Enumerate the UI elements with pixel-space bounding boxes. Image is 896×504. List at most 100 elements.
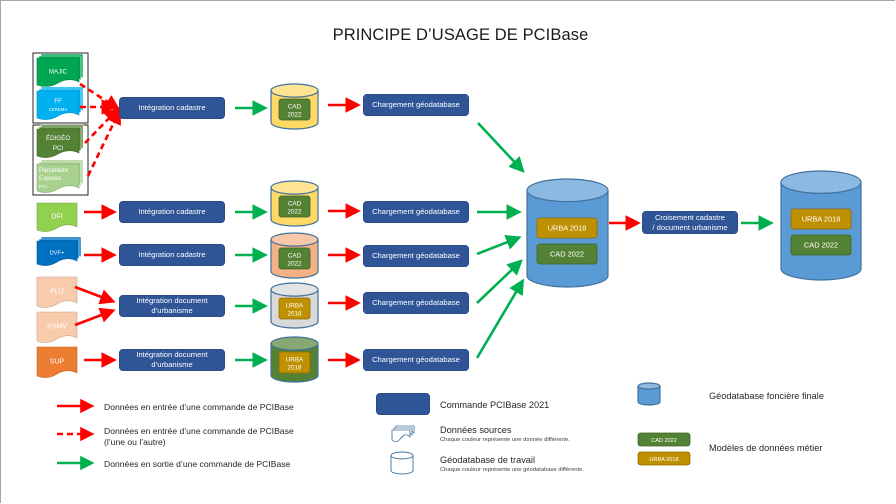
arrow-edigeo-to-integration [84, 107, 120, 144]
source-plu: PLU [36, 276, 78, 308]
document-icon [36, 128, 80, 158]
svg-text:URBA 2018: URBA 2018 [802, 215, 841, 224]
final-geodatabase [780, 170, 862, 281]
central-model-cad: CAD 2022 [536, 243, 598, 265]
legend-source-document-icon [391, 425, 415, 442]
legend-workdb-icon [390, 451, 414, 475]
document-icon [36, 276, 78, 308]
source-label: MAJIC [49, 70, 68, 76]
integration-command-3[interactable]: Intégration cadastre [119, 244, 225, 266]
svg-text:2022: 2022 [287, 261, 302, 268]
document-icon [36, 311, 78, 343]
svg-text:CEREMA: CEREMA [49, 107, 68, 112]
cross-command[interactable]: Croisement cadastre/ document urbanisme [642, 211, 738, 234]
load-geodatabase-command-5[interactable]: Chargement géodatabase [363, 349, 469, 371]
svg-text:CAD 2022: CAD 2022 [804, 241, 838, 250]
arrow-plu-to-integration [74, 285, 116, 305]
command-label: Chargement géodatabase [372, 355, 460, 364]
source-label: PSMV [47, 324, 67, 331]
svg-text:2018: 2018 [287, 311, 302, 318]
source-dvf: DVF+ [36, 236, 82, 266]
svg-text:CAD: CAD [288, 253, 302, 260]
svg-text:URBA 2018: URBA 2018 [548, 224, 587, 233]
svg-text:2022: 2022 [287, 209, 302, 216]
source-label: FF [54, 98, 62, 105]
svg-text:CAD 2022: CAD 2022 [550, 250, 584, 259]
arrow-load1-to-central [477, 122, 525, 173]
central-model-urba: URBA 2018 [536, 217, 598, 239]
legend-input-dashed-line2: (l’une ou l’autre) [104, 437, 166, 447]
source-psmv: PSMV [36, 311, 78, 343]
legend-command-swatch [376, 393, 430, 415]
document-icon [36, 163, 80, 193]
final-model-urba: URBA 2018 [790, 208, 852, 230]
legend-models-title: Modèles de données métier [709, 443, 823, 453]
source-group-box-1 [32, 52, 89, 124]
legend-sources-note: Chaque couleur représente une donnée dif… [440, 437, 570, 443]
source-label: PLU [50, 289, 64, 296]
legend-input-solid-label: Données en entrée d’une commande de PCIB… [104, 402, 294, 412]
load-geodatabase-command-2[interactable]: Chargement géodatabase [363, 201, 469, 223]
load-geodatabase-command-1[interactable]: Chargement géodatabase [363, 94, 469, 116]
svg-text:CAD 2022: CAD 2022 [651, 438, 677, 444]
svg-text:URBA 2018: URBA 2018 [649, 457, 678, 463]
svg-text:URBA: URBA [286, 303, 304, 310]
source-label: DVF+ [50, 251, 64, 257]
command-label: Croisement cadastre/ document urbanisme [652, 212, 728, 232]
integration-command-1[interactable]: Intégration cadastre [119, 97, 225, 119]
source-ff: FF CEREMA [36, 86, 84, 120]
legend-model-cad: CAD 2022 [637, 432, 691, 447]
command-label: Chargement géodatabase [372, 100, 460, 109]
document-icon [36, 346, 78, 378]
svg-text:PCI: PCI [39, 184, 47, 190]
command-label: Chargement géodatabase [372, 207, 460, 216]
legend-model-urba: URBA 2018 [637, 451, 691, 466]
arrow-psmv-to-integration [74, 307, 116, 327]
load-geodatabase-command-3[interactable]: Chargement géodatabase [363, 245, 469, 267]
svg-text:PCI: PCI [53, 145, 64, 152]
document-icon [36, 90, 80, 120]
legend-workdb-title: Géodatabase de travail [440, 455, 536, 465]
source-label: Parcellaire [39, 167, 69, 174]
document-icon [36, 202, 78, 232]
svg-text:2018: 2018 [287, 365, 302, 372]
svg-text:Express: Express [39, 175, 61, 182]
page-title: PRINCIPE D’USAGE DE PCIBase [0, 26, 896, 45]
svg-text:URBA: URBA [286, 357, 304, 364]
integration-command-2[interactable]: Intégration cadastre [119, 201, 225, 223]
command-label: Intégration cadastre [138, 250, 206, 259]
arrow-load5-to-central [475, 278, 524, 359]
svg-text:CAD: CAD [288, 104, 302, 111]
load-geodatabase-command-4[interactable]: Chargement géodatabase [363, 292, 469, 314]
svg-text:2022: 2022 [287, 112, 302, 119]
legend-output-label: Données en sortie d’une commande de PCIB… [104, 459, 291, 469]
document-icon [36, 57, 80, 87]
legend-command-label: Commande PCIBase 2021 [440, 400, 550, 410]
arrow-parcellaire-to-integration [86, 108, 121, 177]
source-sup: SUP [36, 346, 78, 378]
legend-final-db-icon [637, 382, 661, 406]
legend-sources-title: Données sources [440, 425, 512, 435]
source-label: SUP [50, 359, 65, 366]
arrow-load4-to-central [476, 259, 523, 304]
source-dfi: DFI [36, 202, 78, 232]
legend-input-dashed-line1: Données en entrée d’une commande de PCIB… [104, 426, 294, 436]
svg-text:CAD: CAD [288, 201, 302, 208]
title-text: PRINCIPE D’USAGE DE PCIBase [332, 26, 589, 44]
command-label: Intégration cadastre [138, 103, 206, 112]
legend-final-db-label: Géodatabase foncière finale [709, 391, 824, 401]
command-label: Chargement géodatabase [372, 251, 460, 260]
